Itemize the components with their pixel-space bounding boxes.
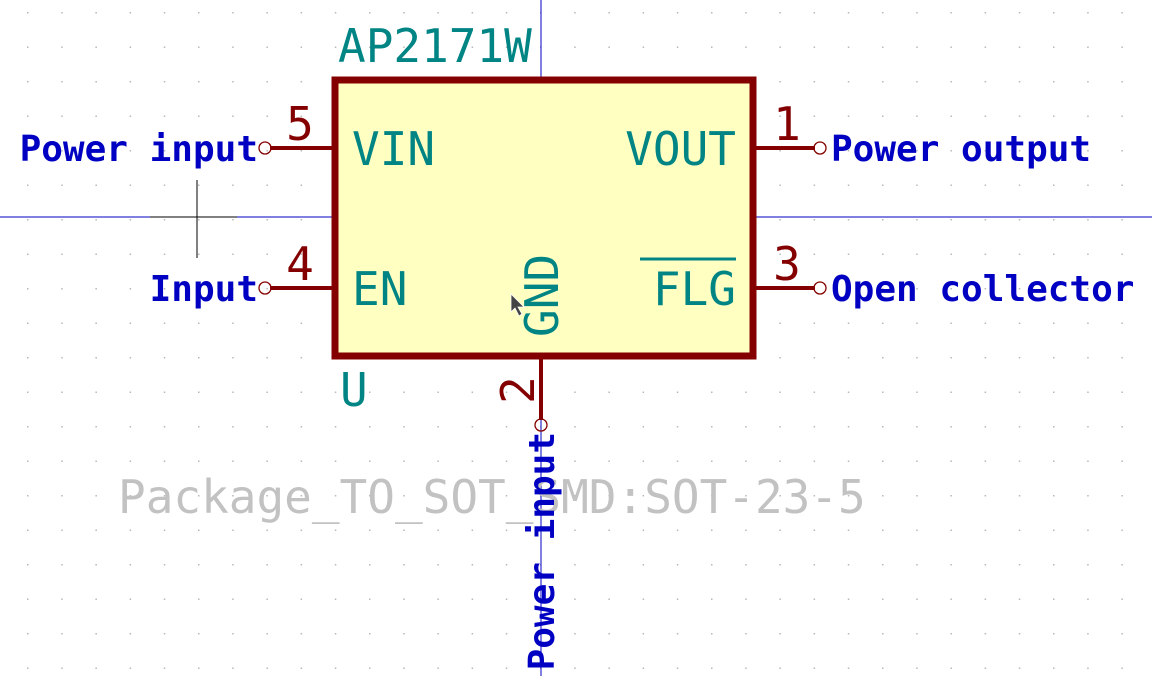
pin-5[interactable] (258, 141, 335, 155)
reference-field[interactable]: U (340, 363, 368, 417)
pin-name-vout: VOUT (625, 122, 736, 176)
pin-type-1: Power output (831, 129, 1091, 170)
pin-name-vin: VIN (352, 122, 435, 176)
pin-type-4: Input (150, 269, 258, 310)
pin-end-circle-icon (813, 281, 827, 295)
pin-name-en: EN (352, 262, 407, 316)
crosshair-cursor (150, 180, 237, 258)
pin-name-gnd: GND (515, 254, 569, 337)
pin-end-circle-icon (534, 418, 548, 432)
pin-1[interactable] (753, 141, 827, 155)
pin-number-4: 4 (286, 237, 314, 291)
pin-end-circle-icon (813, 141, 827, 155)
pin-name-flg: FLG (653, 262, 736, 316)
pin-number-5: 5 (286, 97, 314, 151)
value-field[interactable]: AP2171W (338, 19, 532, 73)
pin-2[interactable] (534, 356, 548, 432)
symbol-body[interactable] (331, 76, 757, 360)
pin-type-5: Power input (20, 129, 258, 170)
pin-type-2: Power input (522, 432, 563, 670)
pin-end-circle-icon (258, 281, 272, 295)
footprint-field[interactable]: Package_TO_SOT_SMD:SOT-23-5 (118, 470, 866, 524)
pin-number-2: 2 (491, 376, 545, 404)
pin-number-3: 3 (773, 237, 801, 291)
pin-type-3: Open collector (831, 269, 1134, 310)
pin-4[interactable] (258, 281, 335, 295)
pin-3[interactable] (753, 281, 827, 295)
pin-number-1: 1 (773, 97, 801, 151)
pin-end-circle-icon (258, 141, 272, 155)
mouse-pointer-icon (510, 293, 525, 317)
